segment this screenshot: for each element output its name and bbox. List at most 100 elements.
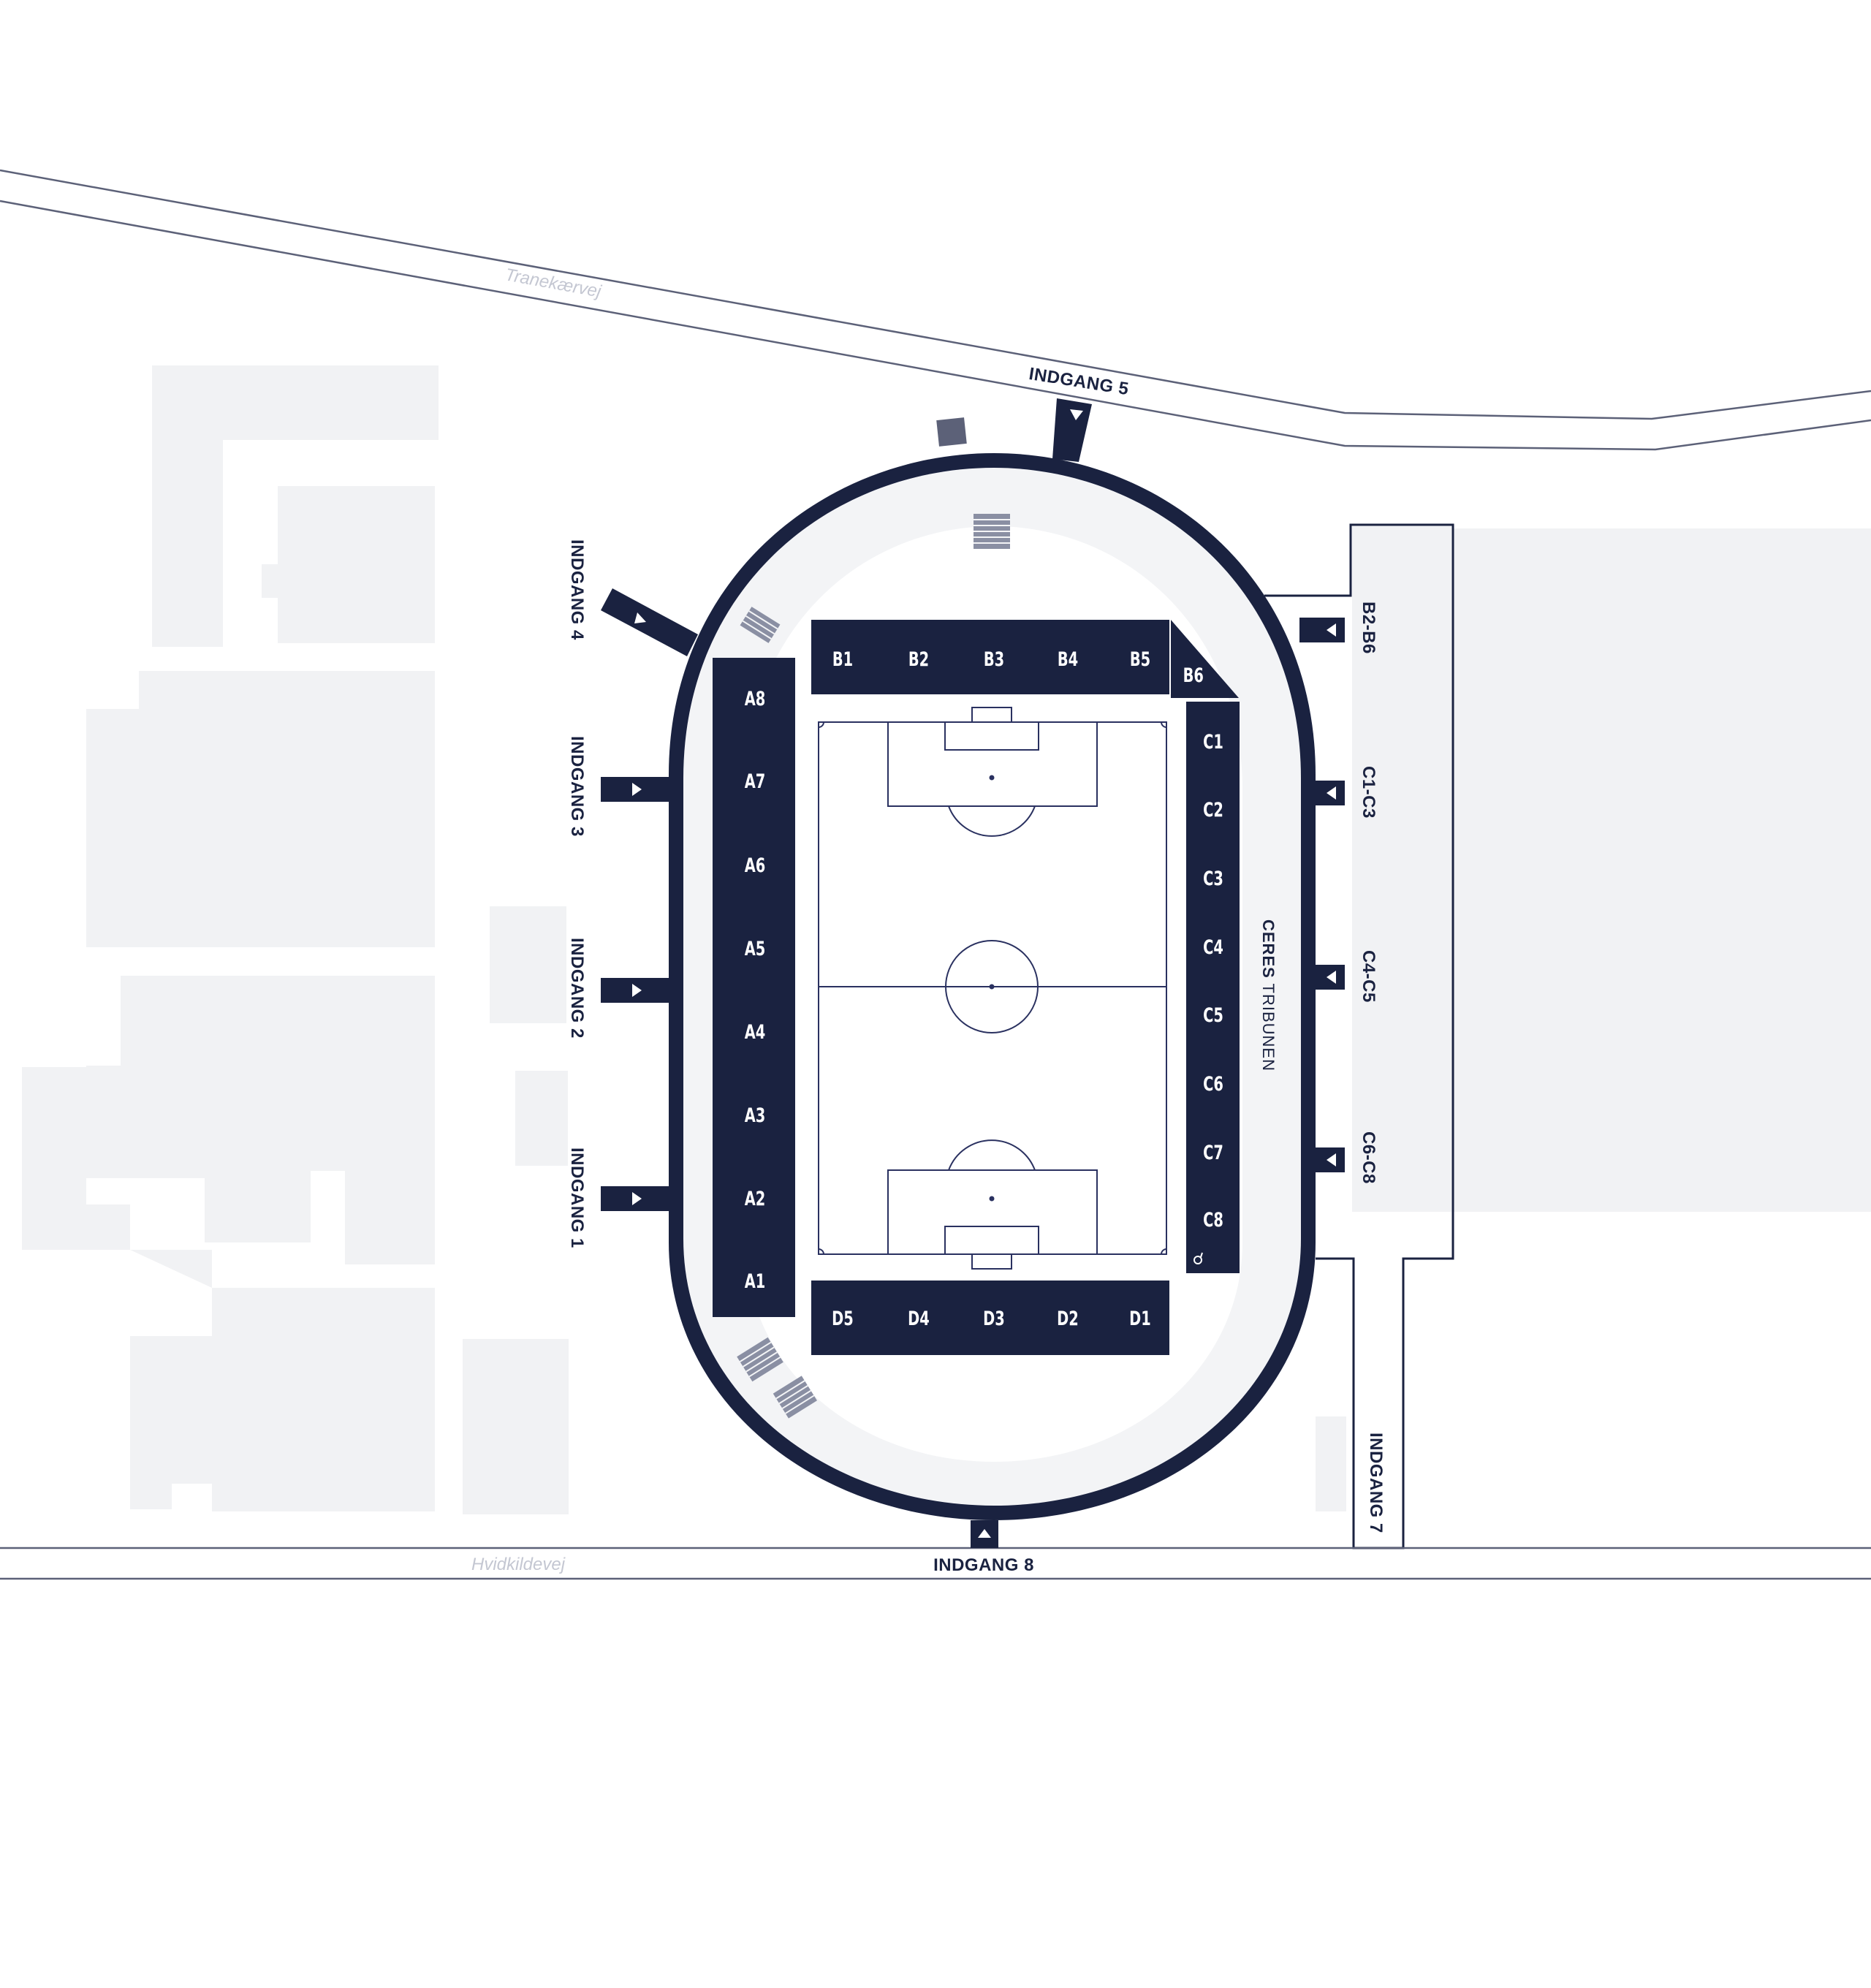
building-2 [262, 486, 435, 643]
section-label-c5[interactable]: C5 [1203, 1004, 1223, 1027]
section-label-a7[interactable]: A7 [745, 770, 766, 793]
section-label-b5[interactable]: B5 [1130, 648, 1150, 671]
stadium-inner-field [745, 526, 1242, 1462]
section-label-a4[interactable]: A4 [745, 1020, 766, 1044]
building-east-large [1453, 528, 1871, 1212]
gate-c1-arrow-icon [1327, 786, 1336, 800]
section-label-c3[interactable]: C3 [1203, 867, 1223, 890]
entrance-label-4: INDGANG 4 [567, 539, 587, 640]
gate-label-c6: C6-C8 [1359, 1131, 1378, 1184]
section-label-c1[interactable]: C1 [1203, 730, 1223, 754]
entrance-label-2: INDGANG 2 [567, 938, 587, 1039]
section-label-b2[interactable]: B2 [908, 648, 929, 671]
stand-a-block [713, 658, 795, 1317]
building-1 [152, 365, 439, 647]
stand-b-labels: B1 B2 B3 B4 B5 [832, 648, 1150, 671]
tribune-name-bold: CERES [1259, 919, 1278, 979]
stand-b-block [811, 620, 1169, 694]
tribune-name: CERES TRIBUNEN [1259, 919, 1278, 1071]
section-label-b4[interactable]: B4 [1058, 648, 1078, 671]
entrance-label-8: INDGANG 8 [933, 1555, 1034, 1575]
gate-8-arrow-icon [978, 1529, 991, 1538]
section-label-b1[interactable]: B1 [832, 648, 853, 671]
building-11 [1316, 1416, 1346, 1511]
entrance-label-5: INDGANG 5 [1028, 364, 1130, 399]
section-label[interactable]: B6 [1183, 664, 1204, 687]
tribune-name-rest: TRIBUNEN [1259, 979, 1278, 1071]
stand-d-block [811, 1281, 1169, 1355]
section-label-d1[interactable]: D1 [1129, 1307, 1151, 1330]
stand-b: B1 B2 B3 B4 B5 B6 [811, 620, 1239, 698]
tribune-building-fill [1352, 526, 1451, 1212]
stand-d: D5 D4 D3 D2 D1 [811, 1281, 1169, 1355]
building-3 [86, 671, 435, 947]
penalty-spot-bottom [989, 1196, 995, 1202]
gate-b-stub [1299, 618, 1345, 642]
gate-3-arrow-icon [632, 783, 642, 796]
building-10 [463, 1339, 569, 1514]
gate-4-arrow-icon [634, 612, 646, 623]
pitch [818, 707, 1167, 1270]
gate-c4-arrow-icon [1327, 971, 1336, 984]
section-label-b3[interactable]: B3 [984, 648, 1004, 671]
section-label-a8[interactable]: A8 [745, 687, 766, 710]
gate-5-arrow-icon [1070, 409, 1083, 420]
section-label-c7[interactable]: C7 [1203, 1141, 1223, 1164]
section-label-a6[interactable]: A6 [745, 854, 766, 877]
penalty-arc-top [948, 805, 1036, 837]
entrance-label-3: INDGANG 3 [567, 736, 587, 837]
building-9 [130, 1288, 435, 1511]
gate-1-arrow-icon [632, 1192, 642, 1205]
gate-4-stub [601, 588, 698, 656]
gate-b-arrow-icon [1327, 623, 1336, 637]
section-label-c2[interactable]: C2 [1203, 798, 1223, 822]
center-circle [945, 940, 1039, 1033]
gate-2-arrow-icon [632, 984, 642, 997]
building-6 [515, 1071, 568, 1166]
stairs-north-icon [974, 514, 1010, 549]
penalty-arc-bottom [948, 1139, 1036, 1171]
stairs-sw1-icon [737, 1337, 783, 1382]
gate-label-c4: C4-C5 [1359, 950, 1378, 1003]
road-north [0, 169, 1871, 451]
corner-arcs [818, 721, 1167, 1255]
stand-d-labels: D5 D4 D3 D2 D1 [832, 1307, 1151, 1330]
section-label-a2[interactable]: A2 [745, 1187, 766, 1210]
stand-c-block [1186, 702, 1240, 1273]
entrance-label-7: INDGANG 7 [1366, 1433, 1386, 1533]
section-label-a1[interactable]: A1 [745, 1270, 766, 1293]
wheelchair-icon [1193, 1252, 1203, 1264]
building-5 [86, 976, 435, 1264]
section-label-d3[interactable]: D3 [983, 1307, 1005, 1330]
building-4 [490, 906, 566, 1023]
stairs-icon [737, 417, 1010, 1419]
stairs-sw2-icon [773, 1376, 817, 1419]
stairs-nw-icon [740, 607, 781, 643]
penalty-spot-top [989, 775, 995, 781]
gate-5-stub [1052, 398, 1092, 462]
section-label-d5[interactable]: D5 [832, 1307, 854, 1330]
section-label-d2[interactable]: D2 [1057, 1307, 1079, 1330]
section-label-c8[interactable]: C8 [1203, 1208, 1223, 1232]
buildings-west [22, 365, 1346, 1514]
stand-b6-block [1171, 620, 1239, 698]
gate-label-c1: C1-C3 [1359, 766, 1378, 819]
gate-c6-arrow-icon [1327, 1153, 1336, 1166]
gate-label-b: B2-B6 [1359, 602, 1378, 654]
road-south [0, 1547, 1871, 1580]
triangle-arrow-icon [632, 409, 1336, 1538]
section-label-c4[interactable]: C4 [1203, 936, 1223, 959]
tribune-building-outline [1264, 523, 1454, 1549]
section-label-a3[interactable]: A3 [745, 1104, 766, 1127]
building-7 [22, 1067, 130, 1250]
section-label-d4[interactable]: D4 [908, 1307, 930, 1330]
section-label-a5[interactable]: A5 [745, 937, 766, 960]
stairs-north-outer-icon [936, 417, 967, 447]
center-spot [989, 984, 995, 990]
section-label-c6[interactable]: C6 [1203, 1072, 1223, 1096]
road-label-south: Hvidkildevej [471, 1555, 566, 1574]
